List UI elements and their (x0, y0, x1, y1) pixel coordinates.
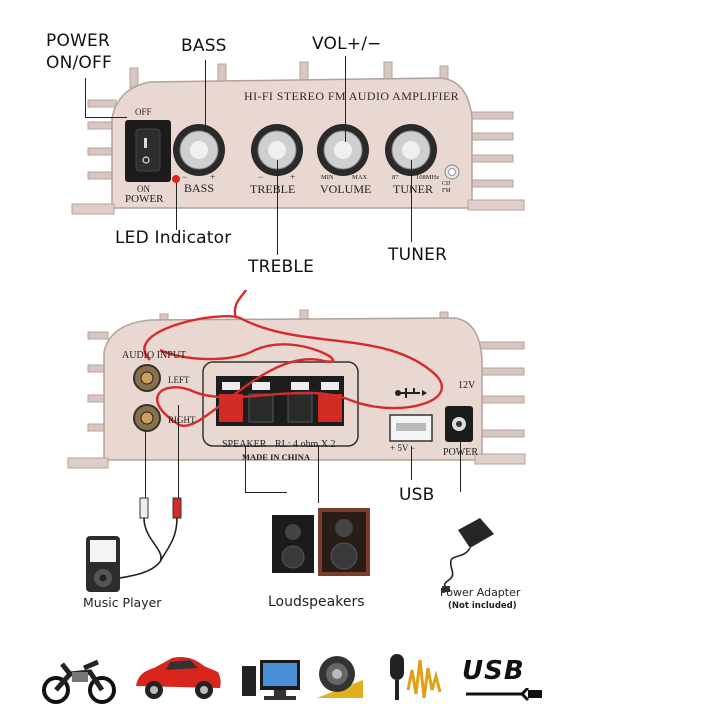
line-power (460, 442, 461, 492)
tuner-knob-label: TUNER (393, 182, 433, 196)
volume-min: MIN (321, 174, 334, 181)
rear-made-in-label: MADE IN CHINA (242, 452, 310, 462)
volume-knob-label: VOLUME (320, 182, 372, 196)
volume-max: MAX (352, 174, 368, 181)
bass-knob-label: BASS (184, 181, 215, 195)
treble-max: + (290, 172, 296, 182)
mode-cd-label: CD (442, 181, 451, 187)
line-speaker-left (245, 445, 246, 493)
speaker-icon (315, 652, 365, 702)
callout-line-volume (345, 56, 346, 142)
rear-right-label: RIGHT (168, 415, 196, 425)
computer-icon (240, 656, 302, 702)
usb-icon-text: USB (462, 656, 525, 686)
rear-audio-input-label: AUDIO INPUT (122, 350, 187, 361)
callout-line-treble (277, 160, 278, 255)
rear-left-label: LEFT (168, 375, 190, 385)
car-icon (132, 650, 224, 702)
line-right-rca (178, 405, 179, 505)
bass-max: + (210, 172, 216, 182)
callout-power: POWER ON/OFF (46, 30, 112, 74)
device-loudspeakers-label: Loudspeakers (268, 594, 365, 610)
callout-bass: BASS (181, 36, 227, 56)
rear-dc-label: 12V (458, 380, 476, 391)
line-speaker-right (318, 445, 319, 503)
device-music-player-label: Music Player (83, 595, 162, 610)
tuner-max: 108MHz (416, 174, 440, 181)
device-not-included-label: (Not included) (448, 601, 517, 611)
bass-min: − (182, 172, 188, 182)
mode-fm-label: FM (442, 188, 451, 194)
callout-line-led (176, 183, 177, 230)
switch-on-label: ON (137, 184, 150, 194)
callout-usb: USB (399, 485, 435, 505)
callout-power-line2: ON/OFF (46, 53, 112, 73)
treble-min: − (258, 172, 264, 182)
callout-tuner: TUNER (388, 245, 448, 265)
microphone-icon (382, 650, 444, 704)
rear-speaker-label: SPEAKER (222, 439, 266, 450)
switch-power-label: POWER (125, 193, 164, 205)
callout-line-tuner (411, 160, 412, 242)
switch-off-label: OFF (135, 107, 152, 117)
knob-graphics (173, 124, 437, 176)
device-power-adapter-label: Power Adapter (440, 586, 521, 599)
line-left-rca (145, 430, 146, 505)
rear-panel-illustration (67, 290, 526, 469)
motorcycle-icon (40, 650, 118, 706)
tuner-min: 87 (392, 174, 399, 181)
rear-usb-voltage-label: + 5V − (390, 443, 416, 453)
rear-rating-label: RL: 4 ohm X 2 (275, 439, 336, 450)
treble-knob-label: TREBLE (250, 182, 296, 196)
line-speaker-left-h (245, 492, 287, 493)
callout-line-power (85, 78, 86, 118)
callout-led-indicator: LED Indicator (115, 228, 232, 248)
callout-line-power-h (85, 117, 127, 118)
callout-line-bass (205, 60, 206, 132)
callout-volume: VOL+/− (312, 34, 382, 54)
front-panel-title: HI-FI STEREO FM AUDIO AMPLIFIER (244, 89, 460, 103)
line-usb (411, 446, 412, 480)
callout-treble: TREBLE (248, 257, 315, 277)
devices-illustration (86, 497, 494, 592)
callout-power-line1: POWER (46, 31, 110, 51)
usb-icon: USB (462, 656, 546, 704)
front-panel-illustration (71, 61, 525, 215)
